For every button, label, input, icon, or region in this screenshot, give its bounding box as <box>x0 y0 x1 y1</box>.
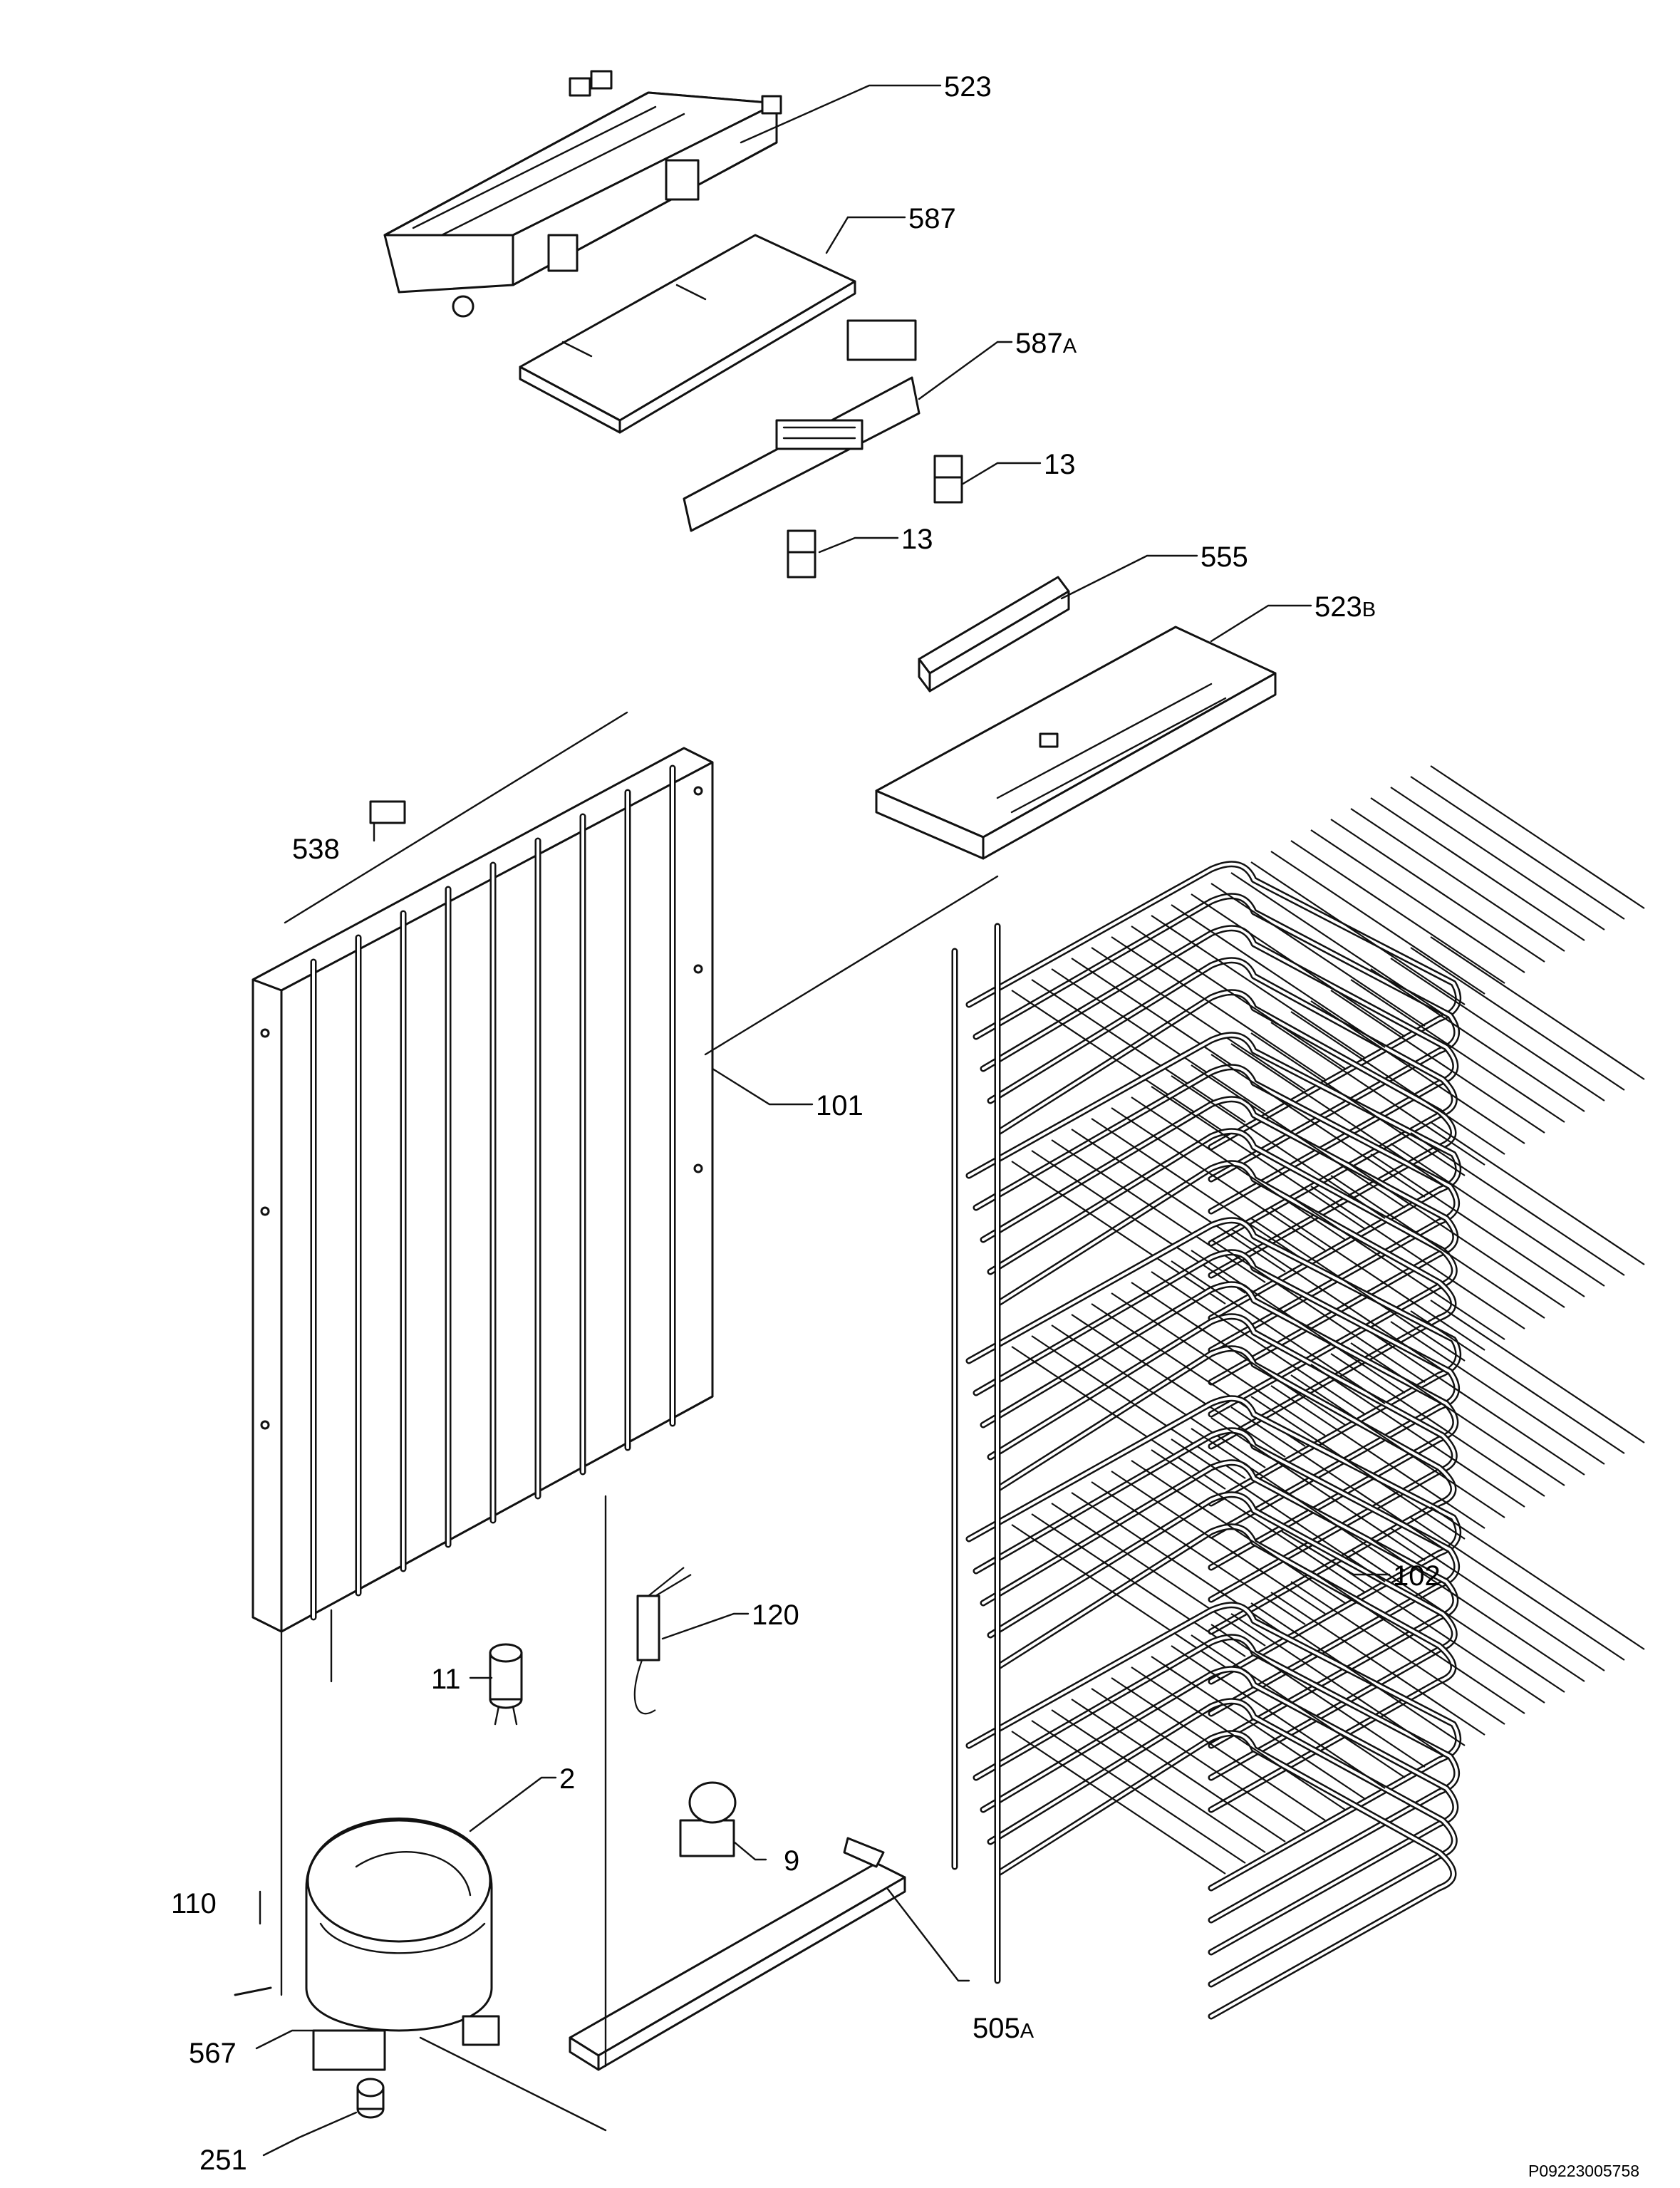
label-13-lower: 13 <box>901 524 933 555</box>
label-101: 101 <box>816 1090 864 1121</box>
part-11-relay <box>489 1643 523 1726</box>
part-labels: 523 587 587A 13 13 555 523B 538 101 102 … <box>171 71 1639 2180</box>
label-555: 555 <box>1201 541 1248 573</box>
part-505a-rail <box>569 1837 906 2071</box>
evaporator-shelf <box>965 765 1645 1279</box>
assembly-guide-lines <box>280 711 999 2132</box>
label-102: 102 <box>1393 1560 1441 1592</box>
part-587-circuit-board <box>519 234 856 434</box>
label-587: 587 <box>908 203 956 234</box>
part-120-sensor <box>633 1567 692 1715</box>
part-2-compressor <box>305 1818 500 2071</box>
label-251: 251 <box>199 2145 247 2176</box>
part-251-grommet <box>356 2078 385 2119</box>
part-555-cover <box>918 576 1070 693</box>
label-505a: 505A <box>973 2013 1035 2044</box>
part-523b-lower-housing <box>875 626 1277 860</box>
label-11: 11 <box>431 1664 461 1695</box>
label-2: 2 <box>559 1763 575 1795</box>
part-538 <box>369 800 406 824</box>
evaporator-shelf <box>965 1121 1645 1635</box>
label-9: 9 <box>784 1845 799 1877</box>
reference-code: P09223005758 <box>1528 2162 1639 2180</box>
part-523-control-housing <box>383 70 782 318</box>
label-538: 538 <box>292 834 340 865</box>
label-120: 120 <box>752 1599 799 1631</box>
part-13-clip-upper <box>933 455 963 504</box>
part-13-clip-lower <box>787 529 816 579</box>
part-110-pin <box>234 1986 272 1996</box>
part-587a-display-board <box>683 319 921 532</box>
leader-lines <box>255 84 1391 2157</box>
label-587a: 587A <box>1015 328 1077 359</box>
label-13-upper: 13 <box>1044 449 1076 480</box>
label-567: 567 <box>189 2038 237 2069</box>
part-101-condenser <box>252 747 714 1683</box>
label-523b: 523B <box>1315 591 1376 623</box>
evaporator-shelf <box>965 1300 1645 1813</box>
part-9-bracket <box>679 1781 737 1857</box>
label-523: 523 <box>944 71 992 103</box>
part-102-evaporator <box>951 765 1645 2020</box>
evaporator-shelf <box>965 1506 1645 2020</box>
label-110: 110 <box>171 1888 217 1919</box>
